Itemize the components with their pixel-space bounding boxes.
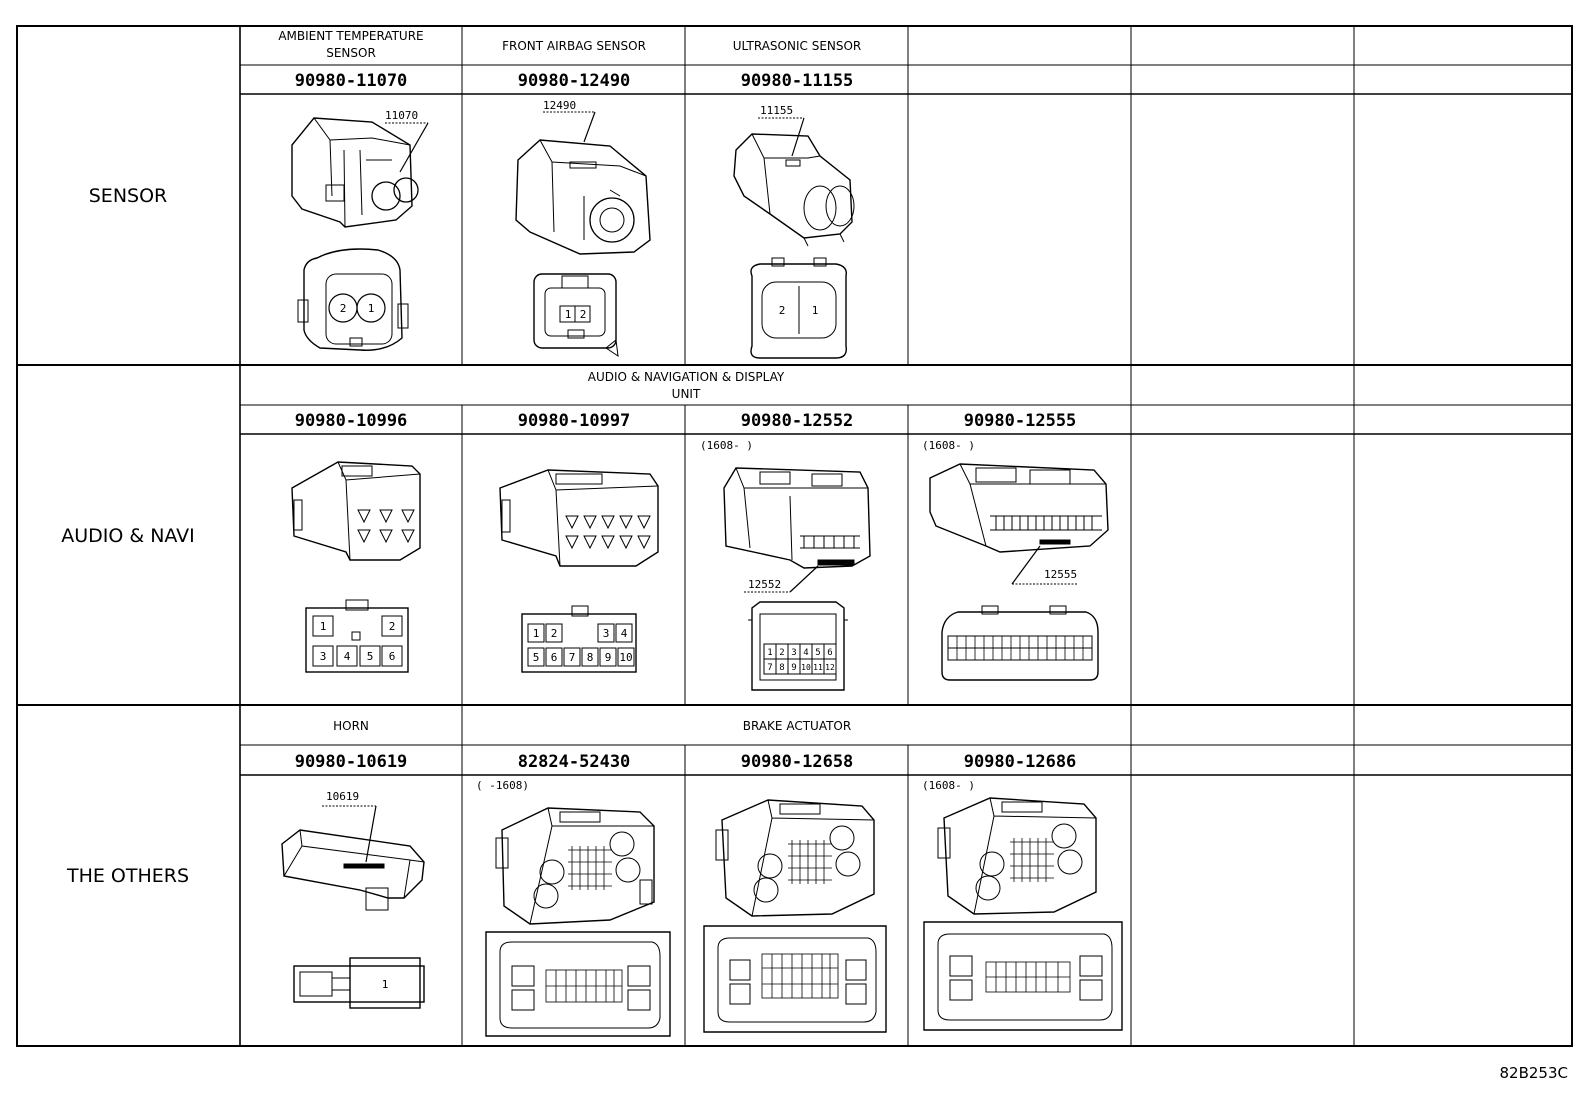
connector-82824-52430-illustration	[485, 807, 671, 1037]
pin-label: 4	[803, 648, 808, 658]
part-tag: 12555	[1044, 568, 1077, 581]
pin-label: 3	[320, 650, 327, 663]
pin-label: 9	[605, 651, 612, 664]
pin-label: 1	[812, 304, 819, 317]
pin-label: 7	[767, 663, 772, 673]
connector-12686-illustration	[923, 797, 1123, 1031]
connector-10996-illustration: 1 2 3 4 5 6	[291, 461, 421, 673]
table-grid	[16, 25, 1573, 1047]
pin-label: 10	[801, 663, 811, 672]
pin-label: 1	[320, 620, 327, 633]
part-number: 90980-10996	[295, 411, 408, 431]
pin-label: 3	[603, 627, 610, 640]
location-ambient-temp-l1: AMBIENT TEMPERATURE	[278, 29, 423, 43]
part-number: 90980-11070	[295, 71, 408, 91]
pin-label: 6	[551, 651, 558, 664]
part-number: 82824-52430	[518, 752, 631, 772]
connector-11070-illustration: 11070 2 1	[291, 109, 429, 351]
part-tag: 11155	[760, 104, 793, 117]
location-brake-actuator: BRAKE ACTUATOR	[743, 719, 851, 733]
pin-label: 1	[533, 627, 540, 640]
part-number: 90980-10619	[295, 752, 408, 772]
connector-10619-illustration: 10619 1	[281, 790, 425, 1009]
part-number: 90980-12490	[518, 71, 631, 91]
part-number: 90980-12555	[964, 411, 1077, 431]
location-audio-navi-l2: UNIT	[672, 387, 701, 401]
pin-label: 2	[551, 627, 558, 640]
pin-label: 2	[340, 302, 347, 315]
pin-label: 5	[533, 651, 540, 664]
location-horn: HORN	[333, 719, 369, 733]
part-number: 90980-11155	[741, 71, 854, 91]
connector-11155-illustration: 11155 2 1	[733, 104, 855, 359]
drawing-reference-code: 82B253C	[1500, 1064, 1568, 1082]
pin-label: 2	[580, 308, 587, 321]
date-note: (1608- )	[700, 439, 753, 452]
pin-label: 3	[791, 648, 796, 658]
date-note: (1608- )	[922, 779, 975, 792]
pin-label: 6	[827, 648, 832, 658]
pin-label: 5	[367, 650, 374, 663]
part-number: 90980-12658	[741, 752, 854, 772]
pin-label: 2	[779, 304, 786, 317]
category-audio-navi: AUDIO & NAVI	[61, 525, 195, 547]
date-note: ( -1608)	[476, 779, 529, 792]
location-audio-navi-l1: AUDIO & NAVIGATION & DISPLAY	[588, 370, 785, 384]
part-tag: 12552	[748, 578, 781, 591]
pin-label: 11	[813, 663, 823, 672]
part-number: 90980-10997	[518, 411, 631, 431]
pin-label: 4	[621, 627, 628, 640]
pin-label: 5	[815, 648, 820, 658]
pin-label: 4	[344, 650, 351, 663]
location-ambient-temp-l2: SENSOR	[326, 46, 376, 60]
connector-12490-illustration: 12490 1 2	[515, 99, 651, 358]
part-tag: 11070	[385, 109, 418, 122]
pin-label: 8	[779, 663, 784, 673]
pin-label: 10	[619, 651, 632, 664]
category-the-others: THE OTHERS	[66, 865, 189, 887]
date-note: (1608- )	[922, 439, 975, 452]
pin-label: 9	[791, 663, 796, 673]
connector-10997-illustration: 1 2 3 4 5 6 7 8 9 10	[499, 469, 659, 673]
part-tag: 10619	[326, 790, 359, 803]
pin-label: 1	[767, 648, 772, 658]
location-front-airbag: FRONT AIRBAG SENSOR	[502, 39, 646, 53]
connector-12555-illustration: 12555	[929, 463, 1109, 681]
category-sensor: SENSOR	[89, 185, 168, 207]
pin-label: 12	[825, 663, 835, 672]
connector-12658-illustration	[703, 799, 887, 1033]
pin-label: 1	[382, 978, 389, 991]
pin-label: 2	[389, 620, 396, 633]
pin-label: 1	[368, 302, 375, 315]
pin-label: 7	[569, 651, 576, 664]
pin-label: 1	[565, 308, 572, 321]
location-ultrasonic: ULTRASONIC SENSOR	[733, 39, 862, 53]
part-number: 90980-12686	[964, 752, 1077, 772]
pin-label: 8	[587, 651, 594, 664]
pin-label: 2	[779, 648, 784, 658]
pin-label: 6	[389, 650, 396, 663]
part-number: 90980-12552	[741, 411, 854, 431]
part-tag: 12490	[543, 99, 576, 112]
connector-12552-illustration: 12552 1 2 3 4 5 6 7 8 9 10 11 12	[723, 467, 871, 691]
